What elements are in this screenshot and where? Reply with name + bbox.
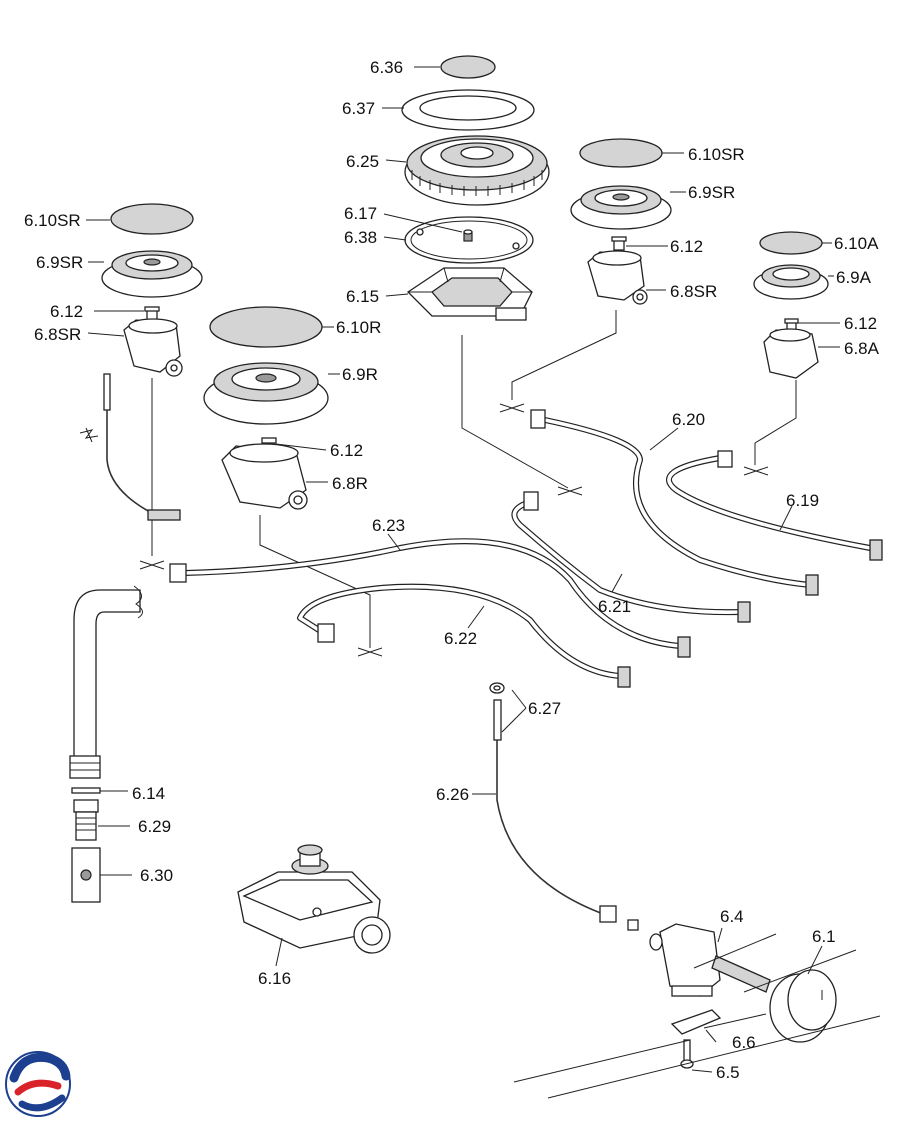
label-6-29: 6.29 xyxy=(138,817,171,836)
label-6-17: 6.17 xyxy=(344,204,377,223)
burner-cap-6-36 xyxy=(440,55,496,79)
gas-tap-6-4 xyxy=(649,923,771,997)
label-6-16: 6.16 xyxy=(258,969,291,988)
label-leaders xyxy=(86,66,840,1073)
label-6-8sr-left: 6.8SR xyxy=(34,325,81,344)
label-6-20: 6.20 xyxy=(672,410,705,429)
burner-cup-6-8sr-left xyxy=(123,318,183,377)
pipe-6-21 xyxy=(511,491,751,623)
label-6-12-a: 6.12 xyxy=(844,314,877,333)
burner-cap-6-10sr-left xyxy=(110,203,194,235)
label-6-36: 6.36 xyxy=(370,58,403,77)
supply-pipe xyxy=(73,585,143,761)
label-6-9r: 6.9R xyxy=(342,365,378,384)
burner-cap-6-10r xyxy=(209,306,323,348)
bracket-6-6 xyxy=(670,1009,722,1035)
label-6-27: 6.27 xyxy=(528,699,561,718)
label-6-14: 6.14 xyxy=(132,784,165,803)
pipe-6-22 xyxy=(297,583,631,688)
burner-cap-6-10sr-right xyxy=(579,138,663,168)
burner-head-6-9sr-left xyxy=(101,250,203,298)
cut-markers xyxy=(139,403,769,657)
burner-head-6-9sr-right xyxy=(570,185,672,230)
regulator-6-16 xyxy=(237,844,391,954)
label-6-10sr-left: 6.10SR xyxy=(24,211,81,230)
injector-6-12-right xyxy=(611,236,627,251)
thermocouple-6-26 xyxy=(493,699,639,931)
burner-ring-6-37 xyxy=(401,89,535,131)
label-6-12-right: 6.12 xyxy=(670,237,703,256)
label-6-19: 6.19 xyxy=(786,491,819,510)
brand-swirl-logo xyxy=(5,1051,71,1117)
label-6-12-mid: 6.12 xyxy=(330,441,363,460)
label-6-8sr-right: 6.8SR xyxy=(670,282,717,301)
pipe-6-19 xyxy=(666,450,883,561)
adaptor-6-29 xyxy=(73,799,99,841)
part-labels: 6.36 6.37 6.25 6.17 6.38 6.15 6.10SR 6.9… xyxy=(24,58,880,1082)
burner-cup-6-8r xyxy=(221,443,308,510)
label-6-15: 6.15 xyxy=(346,287,379,306)
fitting-nut xyxy=(69,755,101,779)
label-6-38: 6.38 xyxy=(344,228,377,247)
nut-6-27 xyxy=(489,682,505,694)
label-6-8a: 6.8A xyxy=(844,339,880,358)
knob-6-1 xyxy=(769,969,837,1043)
pipe-6-23 xyxy=(169,538,691,658)
spark-plug-6-17 xyxy=(463,229,473,242)
label-6-25: 6.25 xyxy=(346,152,379,171)
label-6-21: 6.21 xyxy=(598,597,631,616)
label-6-10r: 6.10R xyxy=(336,318,381,337)
burner-cup-6-8sr-right xyxy=(587,250,648,305)
label-6-22: 6.22 xyxy=(444,629,477,648)
injector-6-12-left xyxy=(144,306,160,321)
burner-head-6-25 xyxy=(404,135,550,206)
leader-6-8r xyxy=(259,515,371,648)
pipe-6-20 xyxy=(530,409,819,596)
burner-cap-6-10a xyxy=(759,231,823,255)
burner-head-6-9a xyxy=(753,264,829,300)
thermocouple-left xyxy=(79,373,181,521)
label-6-9sr-right: 6.9SR xyxy=(688,183,735,202)
burner-base-6-15 xyxy=(406,267,533,321)
label-6-26: 6.26 xyxy=(436,785,469,804)
label-6-23: 6.23 xyxy=(372,516,405,535)
label-6-5: 6.5 xyxy=(716,1063,740,1082)
leader-6-8a xyxy=(754,380,797,465)
washer-6-14 xyxy=(71,787,101,794)
label-6-37: 6.37 xyxy=(342,99,375,118)
burner-cup-6-8a xyxy=(763,328,819,379)
label-6-8r: 6.8R xyxy=(332,474,368,493)
label-6-4: 6.4 xyxy=(720,907,744,926)
appliance-rails xyxy=(513,933,881,1099)
label-6-1: 6.1 xyxy=(812,927,836,946)
label-6-9sr-left: 6.9SR xyxy=(36,253,83,272)
label-6-10a: 6.10A xyxy=(834,234,879,253)
label-6-10sr-right: 6.10SR xyxy=(688,145,745,164)
connector-6-30 xyxy=(71,847,101,903)
label-6-6: 6.6 xyxy=(732,1033,756,1052)
burner-head-6-9r xyxy=(203,362,329,425)
label-6-12-left: 6.12 xyxy=(50,302,83,321)
screw-6-5 xyxy=(680,1039,694,1069)
leader-6-15-to-valve xyxy=(461,335,569,489)
label-6-30: 6.30 xyxy=(140,866,173,885)
label-6-9a: 6.9A xyxy=(836,268,872,287)
leader-6-8sr-right xyxy=(511,310,617,400)
